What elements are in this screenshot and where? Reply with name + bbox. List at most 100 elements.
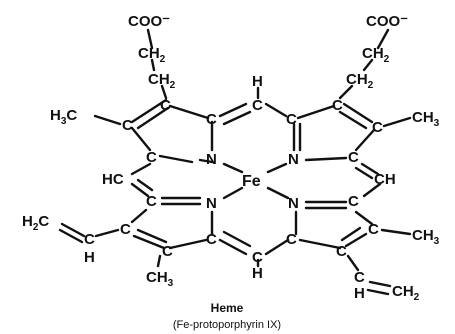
bond-top-meso-l2 (222, 110, 252, 126)
bond-right-ch2-ring (338, 84, 354, 100)
bond-bl-4b (136, 228, 168, 244)
bond-right-meso-1 (360, 162, 380, 176)
label-ch2-right-1: CH2 (362, 45, 390, 65)
label-c-tl-alpha2: C (146, 149, 157, 166)
atom-labels: COO⁻ COO⁻ CH2 CH2 CH2 CH2 H C C C C C H3… (22, 13, 440, 303)
bond-tr-5 (342, 102, 374, 124)
label-ch-right: CH (374, 171, 396, 188)
label-methyl-tl: H3C (50, 107, 77, 127)
bond-bl-4 (132, 234, 166, 250)
label-c-bottom-meso: C (252, 249, 263, 266)
label-ch2-right-2: CH2 (346, 71, 374, 91)
bond-br-5 (344, 232, 368, 248)
bond-tl-methyl (93, 114, 122, 126)
label-h-top: H (252, 73, 263, 90)
bond-bl-vinyl-1 (94, 228, 120, 238)
bond-left-meso-1 (130, 162, 152, 176)
label-c-tl-beta2: C (122, 117, 133, 134)
label-h2c-vinyl-left: H2C (22, 213, 49, 233)
bond-br-methyl (380, 228, 412, 236)
label-c-tr-alpha1: C (286, 111, 297, 128)
label-h-vinyl-left: H (84, 249, 95, 266)
bond-br-vinyl-1 (346, 254, 360, 272)
bond-left-meso-2 (130, 182, 150, 198)
bond-right-coo-ch2 (376, 28, 390, 50)
label-c-vinyl-right: C (354, 269, 365, 286)
label-c-bl-beta2: C (162, 243, 173, 260)
bond-bl-vinyl-2b (58, 228, 84, 244)
bond-tl-1 (168, 104, 210, 120)
bond-left-meso-2b (136, 178, 154, 192)
bond-right-meso-1b (354, 166, 374, 180)
label-c-bl-beta1: C (120, 221, 131, 238)
bond-lines (58, 28, 412, 296)
bond-tr-3 (304, 156, 348, 162)
label-h-bottom: H (252, 265, 263, 282)
bond-top-meso-l (218, 102, 248, 118)
bond-left-coo-ch2 (146, 28, 154, 50)
label-c-vinyl-left: C (84, 231, 95, 248)
bond-tr-1 (296, 104, 336, 120)
bond-tl-5 (130, 126, 152, 152)
bond-fe-n-br (266, 186, 290, 200)
label-c-tl-beta1: C (160, 97, 171, 114)
bond-bottom-meso-r (264, 238, 290, 256)
bond-bottom-meso-l (218, 238, 248, 256)
bond-bl-vinyl-2 (60, 222, 86, 238)
bond-fe-n-bl (222, 186, 244, 200)
label-hc-left: HC (102, 171, 124, 188)
bond-br-4 (354, 210, 374, 226)
bond-right-meso-2 (362, 182, 382, 198)
label-coo-right: COO⁻ (366, 13, 408, 30)
label-n-tl: N (206, 151, 217, 168)
bond-fe-n-tl (222, 162, 244, 174)
label-n-tr: N (288, 151, 299, 168)
caption-subtitle: (Fe-protoporphyrin IX) (173, 319, 281, 331)
bond-tl-6b (136, 106, 170, 130)
label-c-br-alpha1: C (286, 231, 297, 248)
label-c-tr-beta1: C (332, 97, 343, 114)
bond-tl-3 (198, 158, 214, 164)
label-c-br-beta1: C (368, 221, 379, 238)
label-c-br-alpha2: C (348, 193, 359, 210)
bond-right-ch2-ch2 (362, 58, 374, 72)
label-c-tl-alpha1: C (206, 111, 217, 128)
bond-br-vinyl-2 (368, 280, 392, 288)
bond-bl-methyl (156, 254, 162, 268)
bond-tl-6 (130, 98, 168, 124)
label-ch2-vinyl-right: CH2 (392, 283, 420, 303)
bond-tr-5b (338, 110, 368, 130)
label-ch2-left-1: CH2 (138, 45, 166, 65)
bond-bl-5 (168, 238, 208, 250)
label-ch2-left-2: CH2 (148, 71, 176, 91)
label-c-tr-beta2: C (372, 119, 383, 136)
bond-left-ch2-ch2 (150, 58, 156, 72)
bond-br-vinyl-2b (366, 288, 390, 296)
label-coo-left: COO⁻ (128, 13, 170, 30)
bond-bl-3 (130, 208, 148, 224)
label-methyl-bl: CH3 (146, 269, 174, 289)
label-c-br-beta2: C (336, 243, 347, 260)
label-h-vinyl-right: H (354, 285, 365, 302)
bond-tr-4 (354, 128, 376, 152)
bond-tr-methyl (382, 116, 412, 128)
bond-left-ch2-ring (160, 84, 168, 100)
bond-bottom-meso-l2 (222, 230, 252, 248)
bond-br-5b (340, 226, 362, 242)
bond-fe-n-tr (266, 162, 288, 174)
label-n-br: N (288, 195, 299, 212)
label-methyl-br: CH3 (412, 227, 440, 247)
bond-br-3 (298, 238, 342, 250)
label-fe: Fe (242, 173, 261, 190)
bond-tl-4 (158, 154, 194, 164)
label-n-bl: N (206, 195, 217, 212)
label-c-top-meso: C (252, 97, 263, 114)
label-c-bl-alpha2: C (206, 231, 217, 248)
label-c-tr-alpha2: C (348, 149, 359, 166)
bond-top-meso-r (264, 102, 288, 118)
label-methyl-tr: CH3 (412, 109, 440, 129)
label-c-bl-alpha1: C (146, 193, 157, 210)
caption-title: Heme (211, 301, 244, 315)
